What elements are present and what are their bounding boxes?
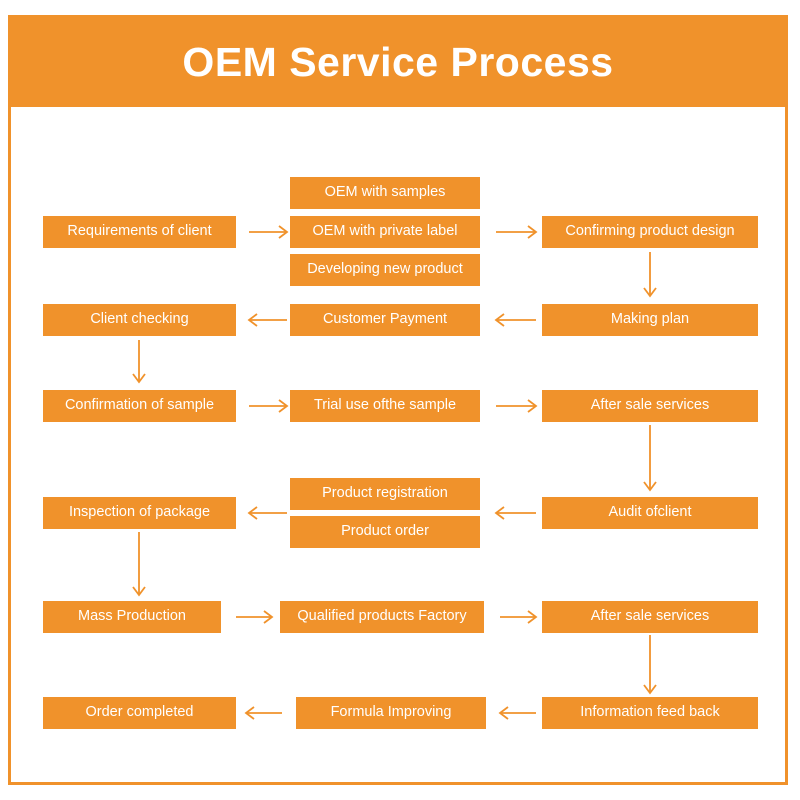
node-label: Audit ofclient xyxy=(608,504,692,521)
node-label: OEM with private label xyxy=(312,223,458,240)
node-oem-with-private-label[interactable]: OEM with private label xyxy=(290,216,480,248)
node-label: Product registration xyxy=(322,485,448,502)
node-label: Trial use ofthe sample xyxy=(313,397,457,414)
arrow-inspection-of-package-to-mass-production xyxy=(132,532,146,597)
node-label: Making plan xyxy=(610,311,690,328)
node-inspection-of-package[interactable]: Inspection of package xyxy=(43,497,236,529)
arrow-audit-of-client-to-product-registration-order xyxy=(494,506,536,520)
node-confirmation-of-sample[interactable]: Confirmation of sample xyxy=(43,390,236,422)
node-client-checking[interactable]: Client checking xyxy=(43,304,236,336)
arrow-oem-private-label-to-confirming-design xyxy=(496,225,538,239)
arrow-trial-use-to-after-sale-services-1 xyxy=(496,399,538,413)
arrow-product-registration-order-to-inspection-of-package xyxy=(247,506,287,520)
page-title: OEM Service Process xyxy=(182,39,614,85)
node-trial-use-of-the-sample[interactable]: Trial use ofthe sample xyxy=(290,390,480,422)
node-audit-of-client[interactable]: Audit ofclient xyxy=(542,497,758,529)
node-label: Developing new product xyxy=(307,261,463,278)
node-label: Order completed xyxy=(85,704,194,721)
node-information-feed-back[interactable]: Information feed back xyxy=(542,697,758,729)
node-after-sale-services-2[interactable]: After sale services xyxy=(542,601,758,633)
node-label: Confirming product design xyxy=(565,223,735,240)
node-label: Inspection of package xyxy=(68,504,211,521)
node-label: Confirmation of sample xyxy=(64,397,215,414)
arrow-confirming-design-to-making-plan xyxy=(643,252,657,298)
node-label: Client checking xyxy=(90,311,189,328)
node-after-sale-services-1[interactable]: After sale services xyxy=(542,390,758,422)
node-requirements-of-client[interactable]: Requirements of client xyxy=(43,216,236,248)
node-label: Qualified products Factory xyxy=(297,608,467,625)
arrow-mass-production-to-qualified-products-factory xyxy=(236,610,274,624)
node-making-plan[interactable]: Making plan xyxy=(542,304,758,336)
node-product-registration[interactable]: Product registration xyxy=(290,478,480,510)
arrow-requirements-to-oem-private-label xyxy=(249,225,289,239)
arrow-customer-payment-to-client-checking xyxy=(247,313,287,327)
arrow-confirmation-of-sample-to-trial-use xyxy=(249,399,289,413)
node-label: Customer Payment xyxy=(322,311,448,328)
node-label: Mass Production xyxy=(78,608,186,625)
arrow-after-sale-services-1-to-audit-of-client xyxy=(643,425,657,492)
node-developing-new-product[interactable]: Developing new product xyxy=(290,254,480,286)
arrow-after-sale-services-2-to-information-feed-back xyxy=(643,635,657,695)
arrow-information-feed-back-to-formula-improving xyxy=(498,706,536,720)
node-formula-improving[interactable]: Formula Improving xyxy=(296,697,486,729)
node-confirming-product-design[interactable]: Confirming product design xyxy=(542,216,758,248)
arrow-formula-improving-to-order-completed xyxy=(244,706,282,720)
node-qualified-products-factory[interactable]: Qualified products Factory xyxy=(280,601,484,633)
node-oem-with-samples[interactable]: OEM with samples xyxy=(290,177,480,209)
node-label: OEM with samples xyxy=(324,184,446,201)
arrow-client-checking-to-confirmation-of-sample xyxy=(132,340,146,384)
node-product-order[interactable]: Product order xyxy=(290,516,480,548)
header-banner: OEM Service Process xyxy=(11,18,785,107)
node-label: Requirements of client xyxy=(67,223,212,240)
node-label: Formula Improving xyxy=(330,704,452,721)
node-order-completed[interactable]: Order completed xyxy=(43,697,236,729)
arrow-qualified-products-factory-to-after-sale-services-2 xyxy=(500,610,538,624)
node-label: After sale services xyxy=(590,397,710,414)
node-label: Information feed back xyxy=(580,704,720,721)
node-label: After sale services xyxy=(590,608,710,625)
node-mass-production[interactable]: Mass Production xyxy=(43,601,221,633)
arrow-making-plan-to-customer-payment xyxy=(494,313,536,327)
node-customer-payment[interactable]: Customer Payment xyxy=(290,304,480,336)
node-label: Product order xyxy=(341,523,429,540)
